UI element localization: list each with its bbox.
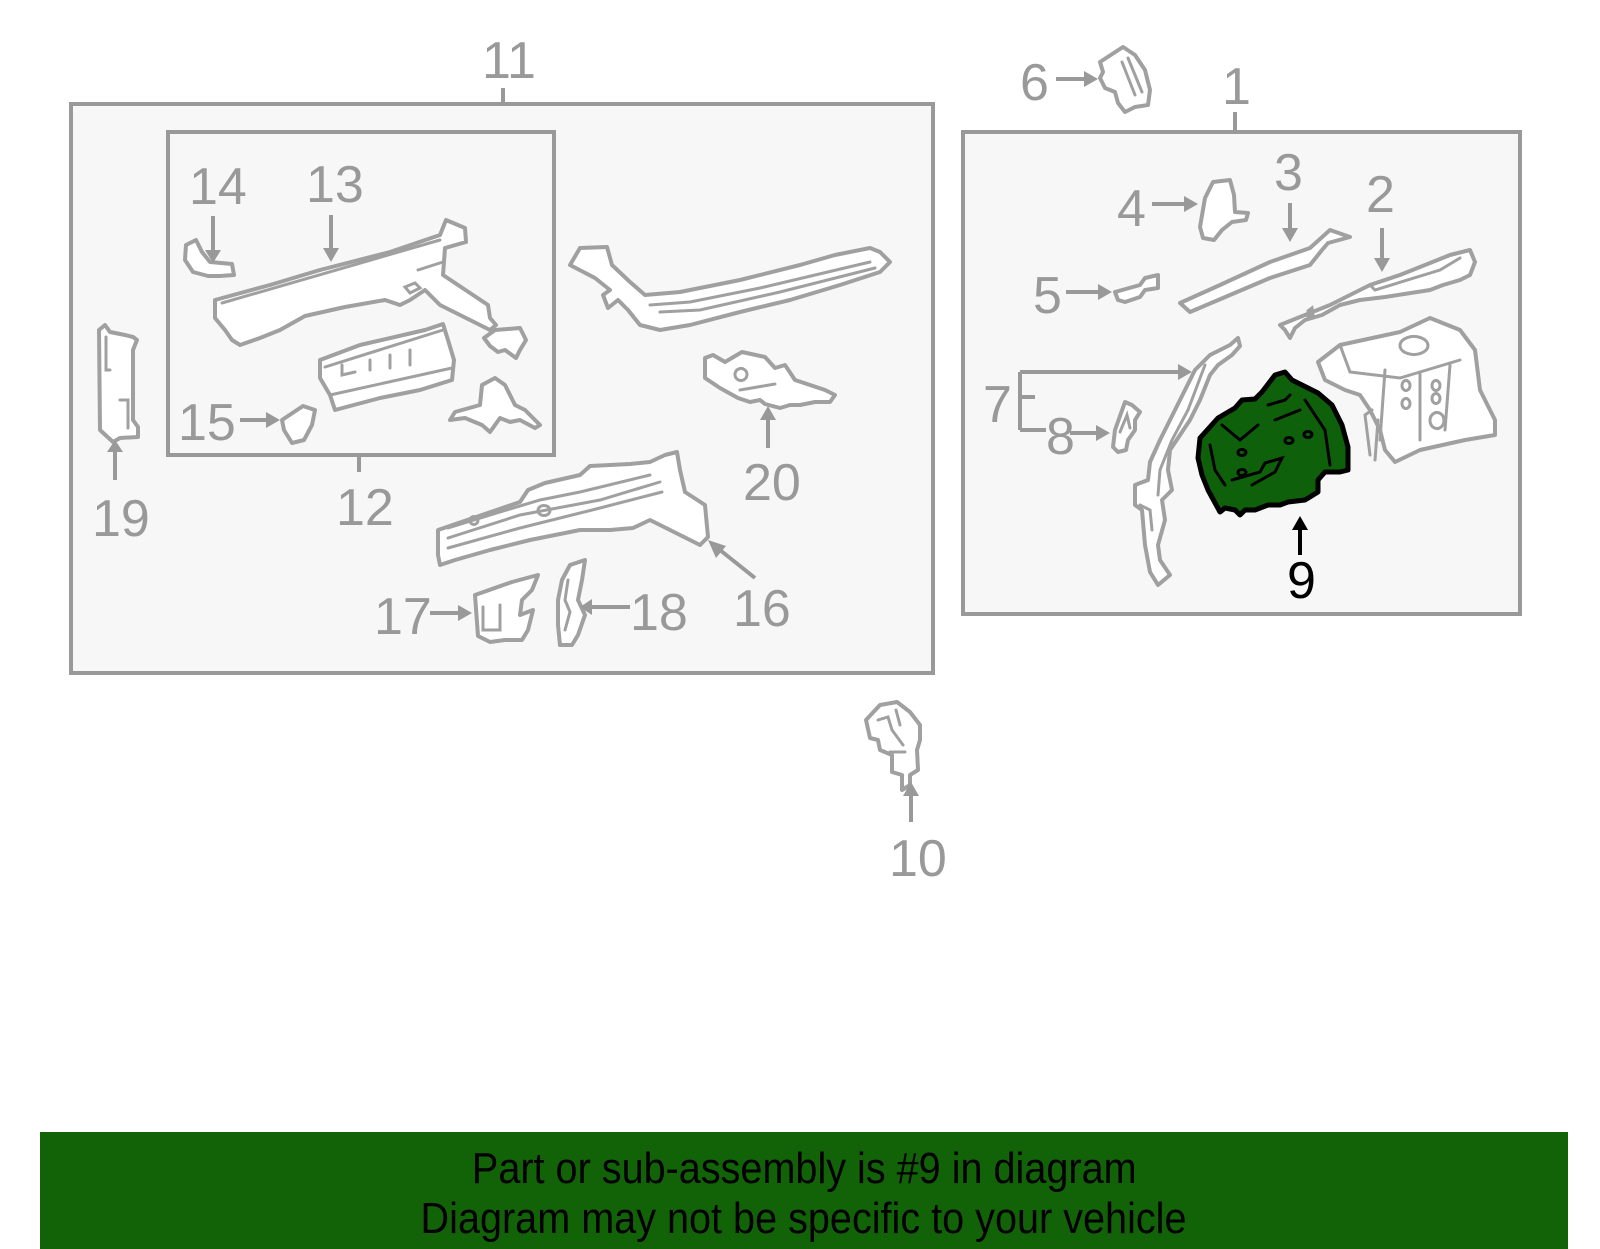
callout-10[interactable]: 10 [889, 830, 947, 888]
callout-20[interactable]: 20 [743, 454, 801, 512]
part-5[interactable]: 5 [1033, 267, 1160, 325]
part-10[interactable]: 10 [864, 700, 947, 888]
part-20[interactable]: 20 [703, 350, 837, 512]
callout-3[interactable]: 3 [1274, 144, 1303, 202]
callout-8[interactable]: 8 [1046, 408, 1075, 466]
callout-5[interactable]: 5 [1033, 267, 1062, 325]
part-bracket-small[interactable] [482, 326, 528, 360]
part-6[interactable]: 6 [1020, 45, 1152, 114]
callout-14[interactable]: 14 [189, 158, 247, 216]
part-apron[interactable] [1316, 316, 1497, 464]
part-19[interactable]: 19 [92, 323, 150, 548]
callout-17[interactable]: 17 [374, 588, 432, 646]
part-14[interactable]: 14 [183, 158, 247, 278]
callout-6[interactable]: 6 [1020, 54, 1049, 112]
part-8[interactable]: 8 [1046, 400, 1142, 466]
part-bracket-mount[interactable] [448, 376, 542, 434]
callout-11[interactable]: 11 [482, 32, 536, 90]
part-4[interactable]: 4 [1117, 178, 1250, 242]
part-upper-rail[interactable] [568, 245, 892, 332]
part-16[interactable]: 16 [436, 450, 791, 638]
part-13[interactable]: 13 [213, 156, 498, 347]
callout-16[interactable]: 16 [733, 580, 791, 638]
part-2[interactable]: 2 [1278, 166, 1477, 340]
part-9-highlighted[interactable]: 9 [1195, 369, 1351, 610]
callout-9[interactable]: 9 [1287, 552, 1316, 610]
callout-7[interactable]: 7 [983, 376, 1012, 434]
callout-19[interactable]: 19 [92, 490, 150, 548]
callout-2[interactable]: 2 [1366, 166, 1395, 224]
callout-15[interactable]: 15 [178, 394, 236, 452]
info-banner: Part or sub-assembly is #9 in diagram Di… [40, 1132, 1568, 1249]
callout-13[interactable]: 13 [306, 156, 364, 214]
callout-12[interactable]: 12 [336, 479, 394, 537]
part-channel[interactable] [318, 322, 456, 412]
part-18[interactable]: 18 [556, 558, 688, 647]
part-3[interactable]: 3 [1178, 144, 1352, 314]
callout-18[interactable]: 18 [630, 584, 688, 642]
part-7[interactable]: 7 [983, 336, 1242, 587]
part-15[interactable]: 15 [178, 394, 317, 452]
callout-1[interactable]: 1 [1222, 58, 1251, 116]
callout-4[interactable]: 4 [1117, 180, 1146, 238]
part-17[interactable]: 17 [374, 573, 540, 646]
banner-vehicle-disclaimer: Diagram may not be specific to your vehi… [421, 1194, 1187, 1243]
banner-part-notice: Part or sub-assembly is #9 in diagram [471, 1144, 1137, 1193]
